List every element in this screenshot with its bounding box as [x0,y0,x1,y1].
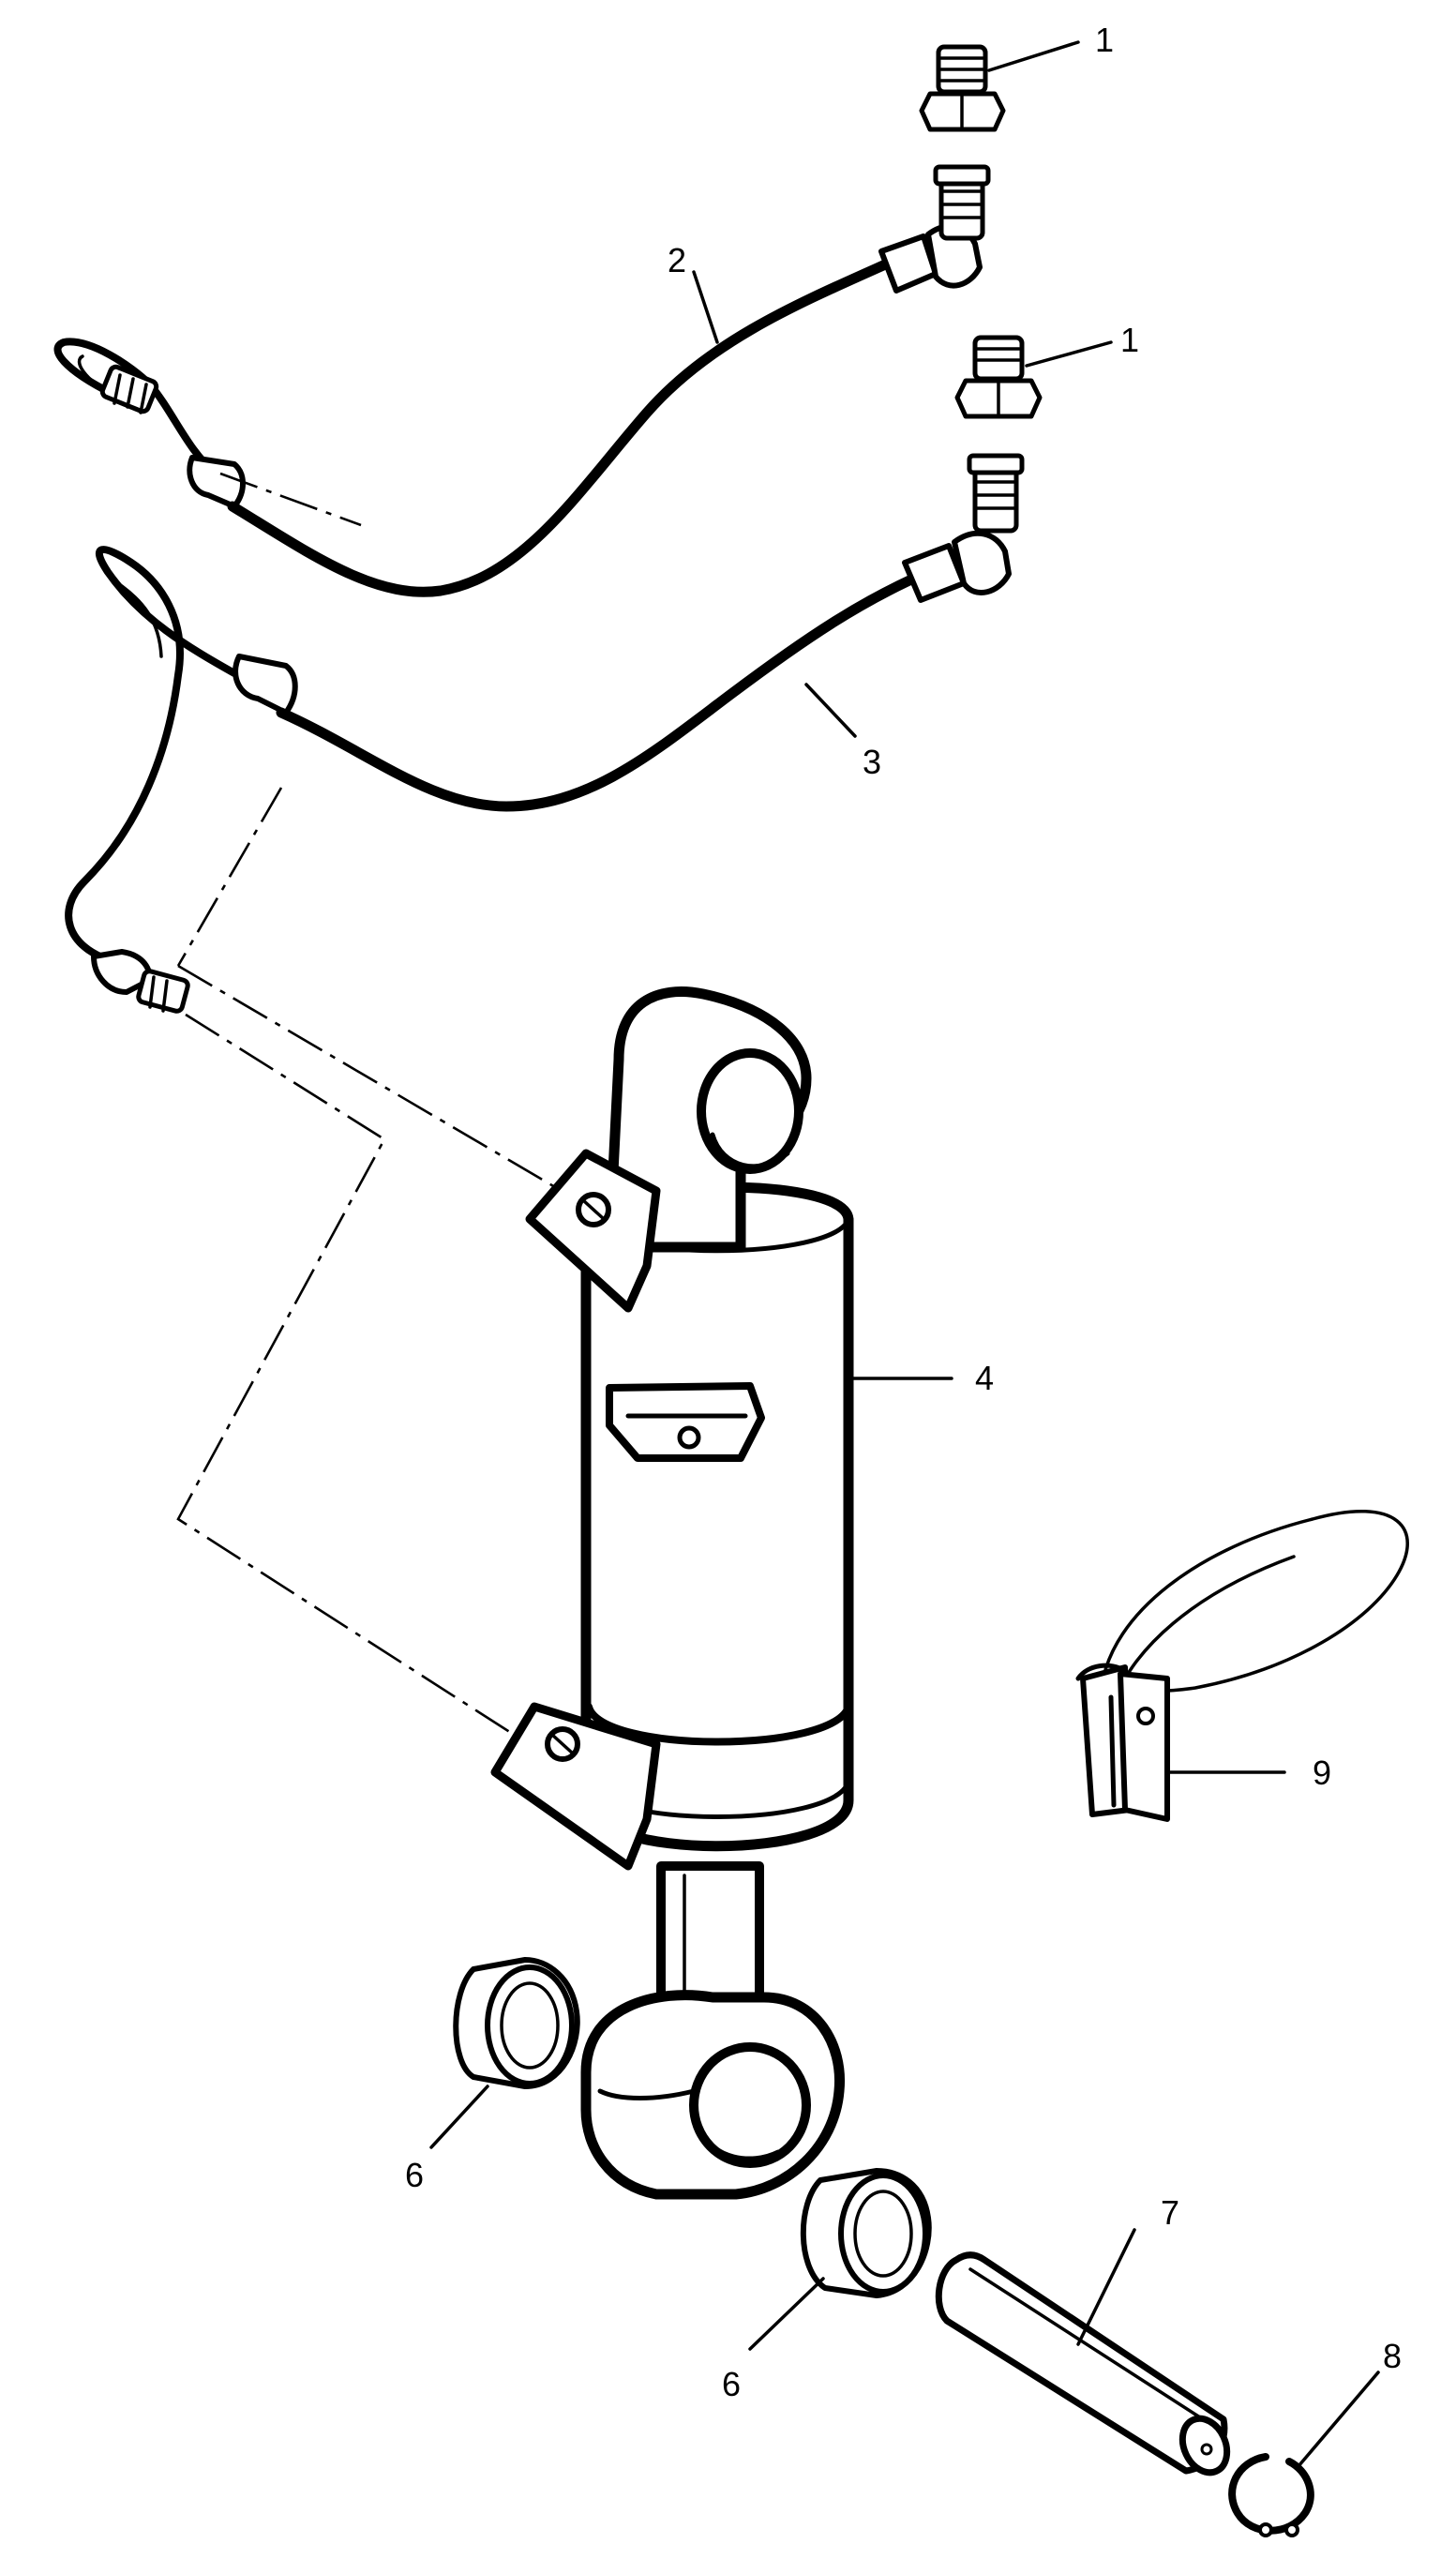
hose-lower [65,453,1025,1014]
bushing-left [453,1957,580,2089]
plug-lower [954,335,1043,419]
callout-clip: 9 [1313,1754,1331,1792]
callout-hose-upper: 2 [668,241,686,279]
plug-upper [919,44,1006,132]
callout-bushing-right: 6 [722,2365,741,2403]
bushing-right [800,2168,932,2298]
callout-labels: 1 1 2 3 4 6 6 7 8 9 [405,21,1402,2403]
callout-hose-lower: 3 [863,743,881,781]
callout-plug-lower: 1 [1120,321,1139,359]
callout-retaining-ring: 8 [1383,2337,1402,2375]
pin [935,2251,1231,2476]
callout-cylinder: 4 [975,1359,994,1397]
callout-plug-upper: 1 [1095,21,1114,59]
cylinder [490,986,854,2200]
callout-pin: 7 [1161,2193,1179,2232]
clip [1075,1510,1409,1822]
leader-lines [429,40,1380,2468]
retaining-ring [1228,2453,1314,2537]
hose-upper [53,164,991,597]
callout-bushing-left: 6 [405,2156,424,2194]
assembly-centerlines [176,472,610,1765]
